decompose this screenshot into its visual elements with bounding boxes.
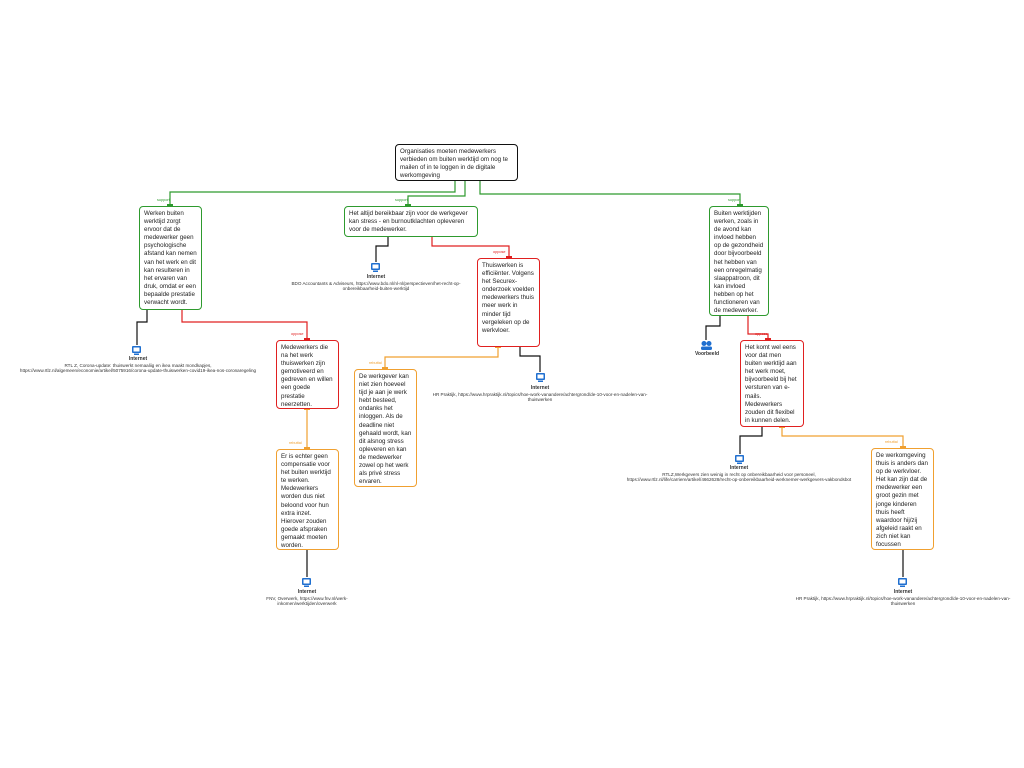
computer-icon xyxy=(302,578,311,587)
connector-pro2-con2 xyxy=(431,236,510,258)
source-citation: RTLZ,Werkgevers zien weinig in recht op … xyxy=(626,471,852,483)
computer-icon xyxy=(536,373,545,382)
edge-tag-oppose: oppose xyxy=(493,250,506,254)
pro-argument-psychological-distance[interactable]: Werken buiten werktijd zorgt ervoor dat … xyxy=(139,206,202,310)
source-title: Internet xyxy=(893,589,913,595)
source-title: Internet xyxy=(729,465,749,471)
source-title: Internet xyxy=(297,589,317,595)
edge-tag-oppose: oppose xyxy=(291,332,304,336)
source-title: Internet xyxy=(128,356,148,362)
computer-icon xyxy=(371,263,380,272)
edge-tag-support: support xyxy=(395,198,408,202)
source-pro2[interactable]: Internet BDO Accountants & Adviseurs, ht… xyxy=(278,274,474,292)
source-title: Voorbeeld xyxy=(694,351,720,357)
source-title: Internet xyxy=(366,274,386,280)
con-argument-flexible[interactable]: Het komt wel eens voor dat men buiten we… xyxy=(740,340,804,427)
computer-icon xyxy=(132,346,141,355)
connector-pro1-con1 xyxy=(181,309,308,340)
source-pro3[interactable]: Voorbeeld xyxy=(682,351,732,358)
source-reb1[interactable]: Internet FNV, Overwerk, https://www.fnv.… xyxy=(257,589,357,607)
source-citation: RTL Z, Corona-update: thuiswerkt nemaali… xyxy=(19,362,257,374)
source-con2[interactable]: Internet HR Praktijk, https://www.hrprak… xyxy=(424,385,656,403)
edge-tag-rebuttal: rebuttal xyxy=(289,441,302,445)
computer-icon xyxy=(898,578,907,587)
con-argument-motivated[interactable]: Medewerkers die na het werk thuiswerken … xyxy=(276,340,339,409)
computer-icon xyxy=(735,455,744,464)
connector-pro3-con3 xyxy=(747,315,769,340)
connector-con3-reb3 xyxy=(781,426,904,448)
root-claim[interactable]: Organisaties moeten medewerkers verbiede… xyxy=(395,144,518,181)
edge-tag-support: support xyxy=(728,198,741,202)
source-con3[interactable]: Internet RTLZ,Werkgevers zien weinig in … xyxy=(610,465,868,483)
connector-pro3-source xyxy=(705,315,721,340)
source-citation: FNV, Overwerk, https://www.fnv.nl/werk-i… xyxy=(266,595,348,607)
rebuttal-stress-deadline[interactable]: De werkgever kan niet zien hoeveel tijd … xyxy=(354,369,417,487)
edge-tag-rebuttal: rebuttal xyxy=(885,440,898,444)
connector-root-pro2 xyxy=(407,180,466,206)
pro-argument-stress-burnout[interactable]: Het altijd bereikbaar zijn voor de werkg… xyxy=(344,206,478,237)
connector-root-pro1 xyxy=(169,180,456,206)
pro-argument-health[interactable]: Buiten werktijden werken, zoals in de av… xyxy=(709,206,769,316)
edge-tag-oppose: oppose xyxy=(755,332,768,336)
people-icon xyxy=(701,341,712,350)
connector-con3-source xyxy=(739,426,763,454)
source-citation: HR Praktijk, https://www.hrpraktijk.nl/t… xyxy=(795,595,1011,607)
source-pro1[interactable]: Internet RTL Z, Corona-update: thuiswerk… xyxy=(2,356,274,374)
edge-tag-rebuttal: rebuttal xyxy=(369,361,382,365)
edge-tag-support: support xyxy=(157,198,170,202)
rebuttal-no-compensation[interactable]: Er is echter geen compensatie voor het b… xyxy=(276,449,339,550)
connector-root-pro3 xyxy=(479,180,741,206)
connector-con2-source xyxy=(519,346,541,372)
connector-con2-reb2 xyxy=(384,346,499,369)
rebuttal-home-environment[interactable]: De werkomgeving thuis is anders dan op d… xyxy=(871,448,934,550)
connector-pro2-source xyxy=(375,236,389,262)
source-title: Internet xyxy=(530,385,550,391)
source-citation: BDO Accountants & Adviseurs, https://www… xyxy=(291,280,461,292)
connector-pro1-source xyxy=(136,309,148,345)
source-citation: HR Praktijk, https://www.hrpraktijk.nl/t… xyxy=(432,391,648,403)
source-reb3[interactable]: Internet HR Praktijk, https://www.hrprak… xyxy=(784,589,1022,607)
con-argument-efficient[interactable]: Thuiswerken is efficiënter. Volgens het … xyxy=(477,258,540,347)
